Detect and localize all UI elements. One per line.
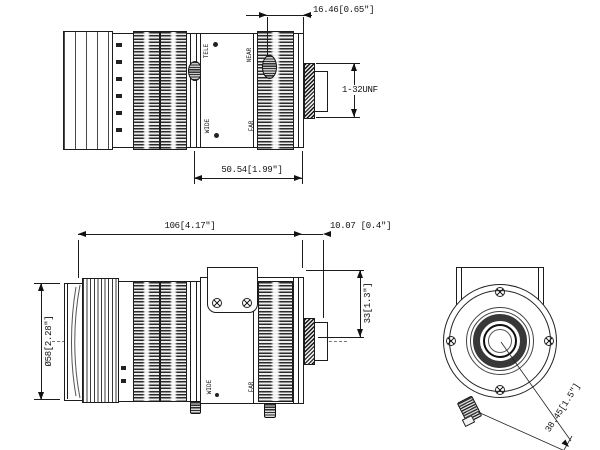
dimension-tick [563,435,573,450]
mount-barrel-top-view [314,71,328,112]
focus-lock-knob [262,55,277,79]
focal-scale-marks [116,43,122,143]
extension-line [34,399,60,400]
extension-line [34,283,60,284]
tele-label: TELE [203,43,210,59]
arrowhead [194,175,202,181]
far-label-bottom: FAR [248,381,255,393]
extension-line [306,270,364,271]
extension-line [302,151,303,184]
scale-mark [121,379,126,383]
bracket-edge-line [461,268,462,308]
dim-thread-size: 1-32UNF [341,85,379,95]
iris-ring-line [190,34,191,147]
dim-axis-height: 33[1.3"] [363,282,373,324]
arrowhead [561,439,569,447]
extension-line [302,240,303,268]
dim-mount-protrusion: 10.07 [0.4"] [330,221,392,231]
extension-line [318,337,364,338]
arrowhead [323,231,331,237]
arrowhead [259,12,267,18]
dim-rear-length: 50.54[1.99"] [221,165,283,175]
bracket-screw [212,298,222,308]
iris-ring-line [196,34,197,147]
iris-ring-bottom-view [186,281,201,402]
scale-mark [121,366,126,370]
dimension-line [194,178,303,179]
arrowhead [351,63,357,71]
front-rim-line [67,284,68,399]
dimension-line [302,234,323,235]
rear-band-line [293,278,294,403]
body-seam-line [253,34,254,147]
front-barrel-bottom-view [82,278,119,403]
flange-screw-right [544,336,554,346]
dim-overall-length: 106[4.17"] [164,221,216,231]
extension-line [303,17,304,34]
mount-barrel-bottom-view [314,322,328,361]
flange-screw-bottom [495,385,505,395]
arrowhead [294,231,302,237]
index-dot [215,393,219,397]
rear-band-line [298,278,299,403]
far-label: FAR [248,120,255,132]
focus-thumbscrew [264,403,276,418]
zoom-ring-front [133,31,160,150]
near-label: NEAR [246,47,253,63]
wide-label-bottom: WIDE [206,379,213,395]
rear-band-line [298,34,299,147]
zoom-ring-rear [160,31,187,150]
iris-ring-line [190,282,191,401]
dimension-line [41,283,42,400]
extension-line [316,117,360,118]
arrowhead [351,109,357,117]
dimension-line [246,15,312,16]
index-dot [214,133,219,138]
zoom-ring-front-bottom-view [133,281,160,402]
arrowhead [357,329,363,337]
wide-label: WIDE [204,118,211,134]
scale-ring-bottom-view [118,281,134,402]
extension-line [316,63,360,64]
extension-line [267,17,268,55]
iris-thumbscrew [190,401,201,414]
arrowhead [357,270,363,278]
dimension-line [360,270,361,337]
flange-screw-left [446,336,456,346]
extension-line [323,240,324,318]
dimension-line [78,234,302,235]
extension-line [78,240,79,278]
dim-back-focal: 16.46[0.65"] [313,5,375,15]
extension-line [194,151,195,184]
focus-ring-top-view [257,31,294,150]
focus-ring-bottom-view [258,281,293,402]
bracket-edge-line [538,268,539,308]
arrowhead [78,231,86,237]
arrowhead [38,392,44,400]
zoom-ring-rear-bottom-view [160,281,187,402]
body-seam-line [253,278,254,403]
arrowhead [294,175,302,181]
rear-aperture-circle [488,329,512,353]
index-dot [213,42,218,47]
arrowhead [38,283,44,291]
arrowhead [303,12,311,18]
front-barrel-top-view [63,31,113,150]
flange-screw-top [495,287,505,297]
iris-ring [186,33,201,148]
bracket-screw [242,298,252,308]
iris-ring-line [196,282,197,401]
dim-thumbscrew-offset: 38.45[1.5"] [543,381,583,435]
